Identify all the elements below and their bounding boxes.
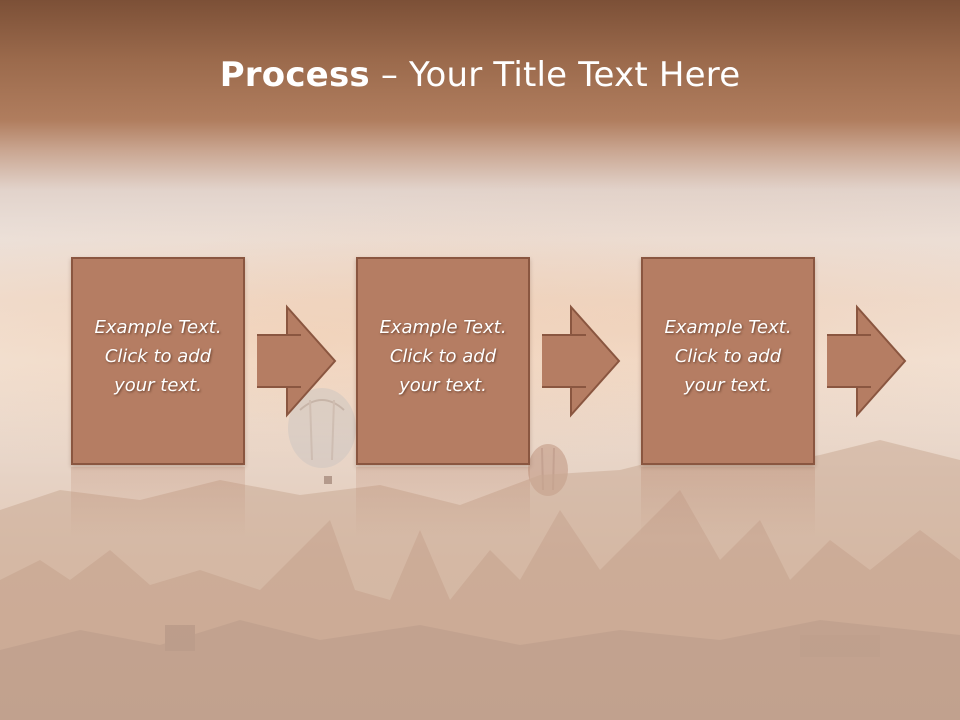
step-text-line: your text. — [399, 375, 487, 396]
rock-landscape-image — [0, 440, 960, 720]
slide-title-rest: – Your Title Text Here — [369, 55, 741, 95]
slide-title[interactable]: Process – Your Title Text Here — [0, 52, 960, 98]
process-step-2-box[interactable]: Example Text. Click to add your text. — [356, 257, 530, 465]
slide-title-bold: Process — [219, 55, 370, 95]
process-connector-3 — [827, 334, 871, 388]
step-text-line: Example Text. — [94, 317, 222, 338]
step-text-line: Click to add — [674, 346, 782, 367]
step-text-line: Click to add — [389, 346, 497, 367]
process-step-3-reflection — [641, 467, 815, 537]
hot-air-balloons-image — [288, 388, 568, 496]
step-text-line: your text. — [114, 375, 202, 396]
step-text-line: Example Text. — [379, 317, 507, 338]
process-step-1-reflection — [71, 467, 245, 537]
step-text-line: Click to add — [104, 346, 212, 367]
process-connector-1 — [257, 334, 301, 388]
step-text-line: your text. — [684, 375, 772, 396]
process-step-3-box[interactable]: Example Text. Click to add your text. — [641, 257, 815, 465]
process-step-1-box[interactable]: Example Text. Click to add your text. — [71, 257, 245, 465]
step-text-line: Example Text. — [664, 317, 792, 338]
process-step-2-reflection — [356, 467, 530, 537]
process-step-2-text[interactable]: Example Text. Click to add your text. — [358, 313, 528, 400]
process-step-3-text[interactable]: Example Text. Click to add your text. — [643, 313, 813, 400]
process-step-1-text[interactable]: Example Text. Click to add your text. — [73, 313, 243, 400]
process-connector-2 — [542, 334, 586, 388]
